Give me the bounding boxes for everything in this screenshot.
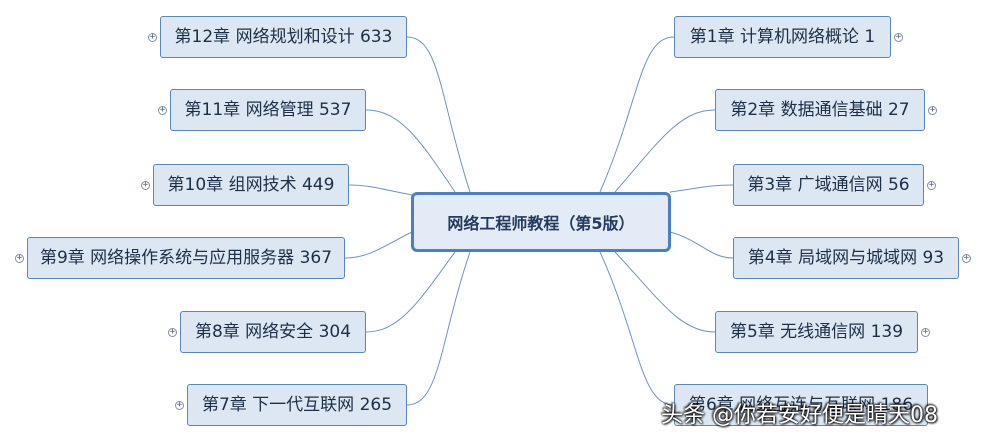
chapter-node-8[interactable]: 第8章 网络安全 304: [180, 311, 366, 353]
connector-ch7: [406, 251, 471, 406]
watermark-text: 头条 @你若安好便是晴天08: [661, 403, 938, 428]
chapter-node-6[interactable]: 第6章 网络互连与互联网 186: [674, 384, 928, 426]
chapter-node-10[interactable]: 第10章 组网技术 449: [153, 164, 349, 206]
root-topic-label: 网络工程师教程（第5版）: [447, 214, 635, 233]
connector-ch4: [669, 231, 734, 259]
chapter-node-3[interactable]: 第3章 广域通信网 56: [733, 164, 924, 206]
chapter-label: 第1章 计算机网络概论 1: [689, 26, 876, 47]
expand-icon[interactable]: +: [15, 253, 24, 263]
chapter-node-9[interactable]: 第9章 网络操作系统与应用服务器 367: [27, 237, 345, 279]
expand-icon[interactable]: +: [927, 180, 936, 190]
root-topic[interactable]: 网络工程师教程（第5版）: [411, 192, 671, 252]
expand-icon[interactable]: +: [168, 327, 177, 337]
expand-icon[interactable]: +: [928, 105, 937, 115]
chapter-node-4[interactable]: 第4章 局域网与城域网 93: [733, 237, 959, 279]
connector-ch3: [669, 184, 734, 193]
chapter-label: 第6章 网络互连与互联网 186: [688, 394, 914, 415]
chapter-node-12[interactable]: 第12章 网络规划和设计 633: [160, 16, 407, 58]
expand-icon[interactable]: +: [158, 105, 167, 115]
expand-icon[interactable]: +: [962, 253, 971, 263]
expand-icon[interactable]: +: [175, 400, 184, 410]
connector-ch12: [406, 36, 471, 193]
chapter-label: 第10章 组网技术 449: [167, 174, 335, 195]
chapter-node-1[interactable]: 第1章 计算机网络概论 1: [674, 16, 891, 58]
connector-ch6: [599, 251, 675, 406]
chapter-node-2[interactable]: 第2章 数据通信基础 27: [715, 89, 925, 131]
connector-ch10: [348, 184, 413, 196]
expand-icon[interactable]: +: [148, 32, 157, 42]
chapter-label: 第9章 网络操作系统与应用服务器 367: [39, 247, 333, 268]
connector-ch2: [614, 109, 716, 193]
chapter-label: 第5章 无线通信网 139: [729, 321, 904, 342]
chapter-label: 第2章 数据通信基础 27: [730, 99, 910, 120]
connector-ch9: [344, 231, 413, 259]
chapter-label: 第4章 局域网与城域网 93: [747, 247, 945, 268]
expand-icon[interactable]: +: [921, 327, 930, 337]
connector-ch5: [614, 251, 716, 333]
expand-icon[interactable]: +: [894, 32, 903, 42]
connector-ch11: [365, 109, 456, 193]
chapter-label: 第8章 网络安全 304: [194, 321, 352, 342]
connector-ch1: [599, 36, 675, 193]
expand-icon[interactable]: +: [141, 180, 150, 190]
chapter-node-5[interactable]: 第5章 无线通信网 139: [715, 311, 918, 353]
chapter-node-7[interactable]: 第7章 下一代互联网 265: [187, 384, 407, 426]
chapter-label: 第7章 下一代互联网 265: [201, 394, 393, 415]
chapter-label: 第12章 网络规划和设计 633: [174, 26, 393, 47]
chapter-label: 第11章 网络管理 537: [184, 99, 352, 120]
chapter-node-11[interactable]: 第11章 网络管理 537: [170, 89, 366, 131]
connector-ch8: [365, 251, 456, 333]
chapter-label: 第3章 广域通信网 56: [747, 174, 910, 195]
